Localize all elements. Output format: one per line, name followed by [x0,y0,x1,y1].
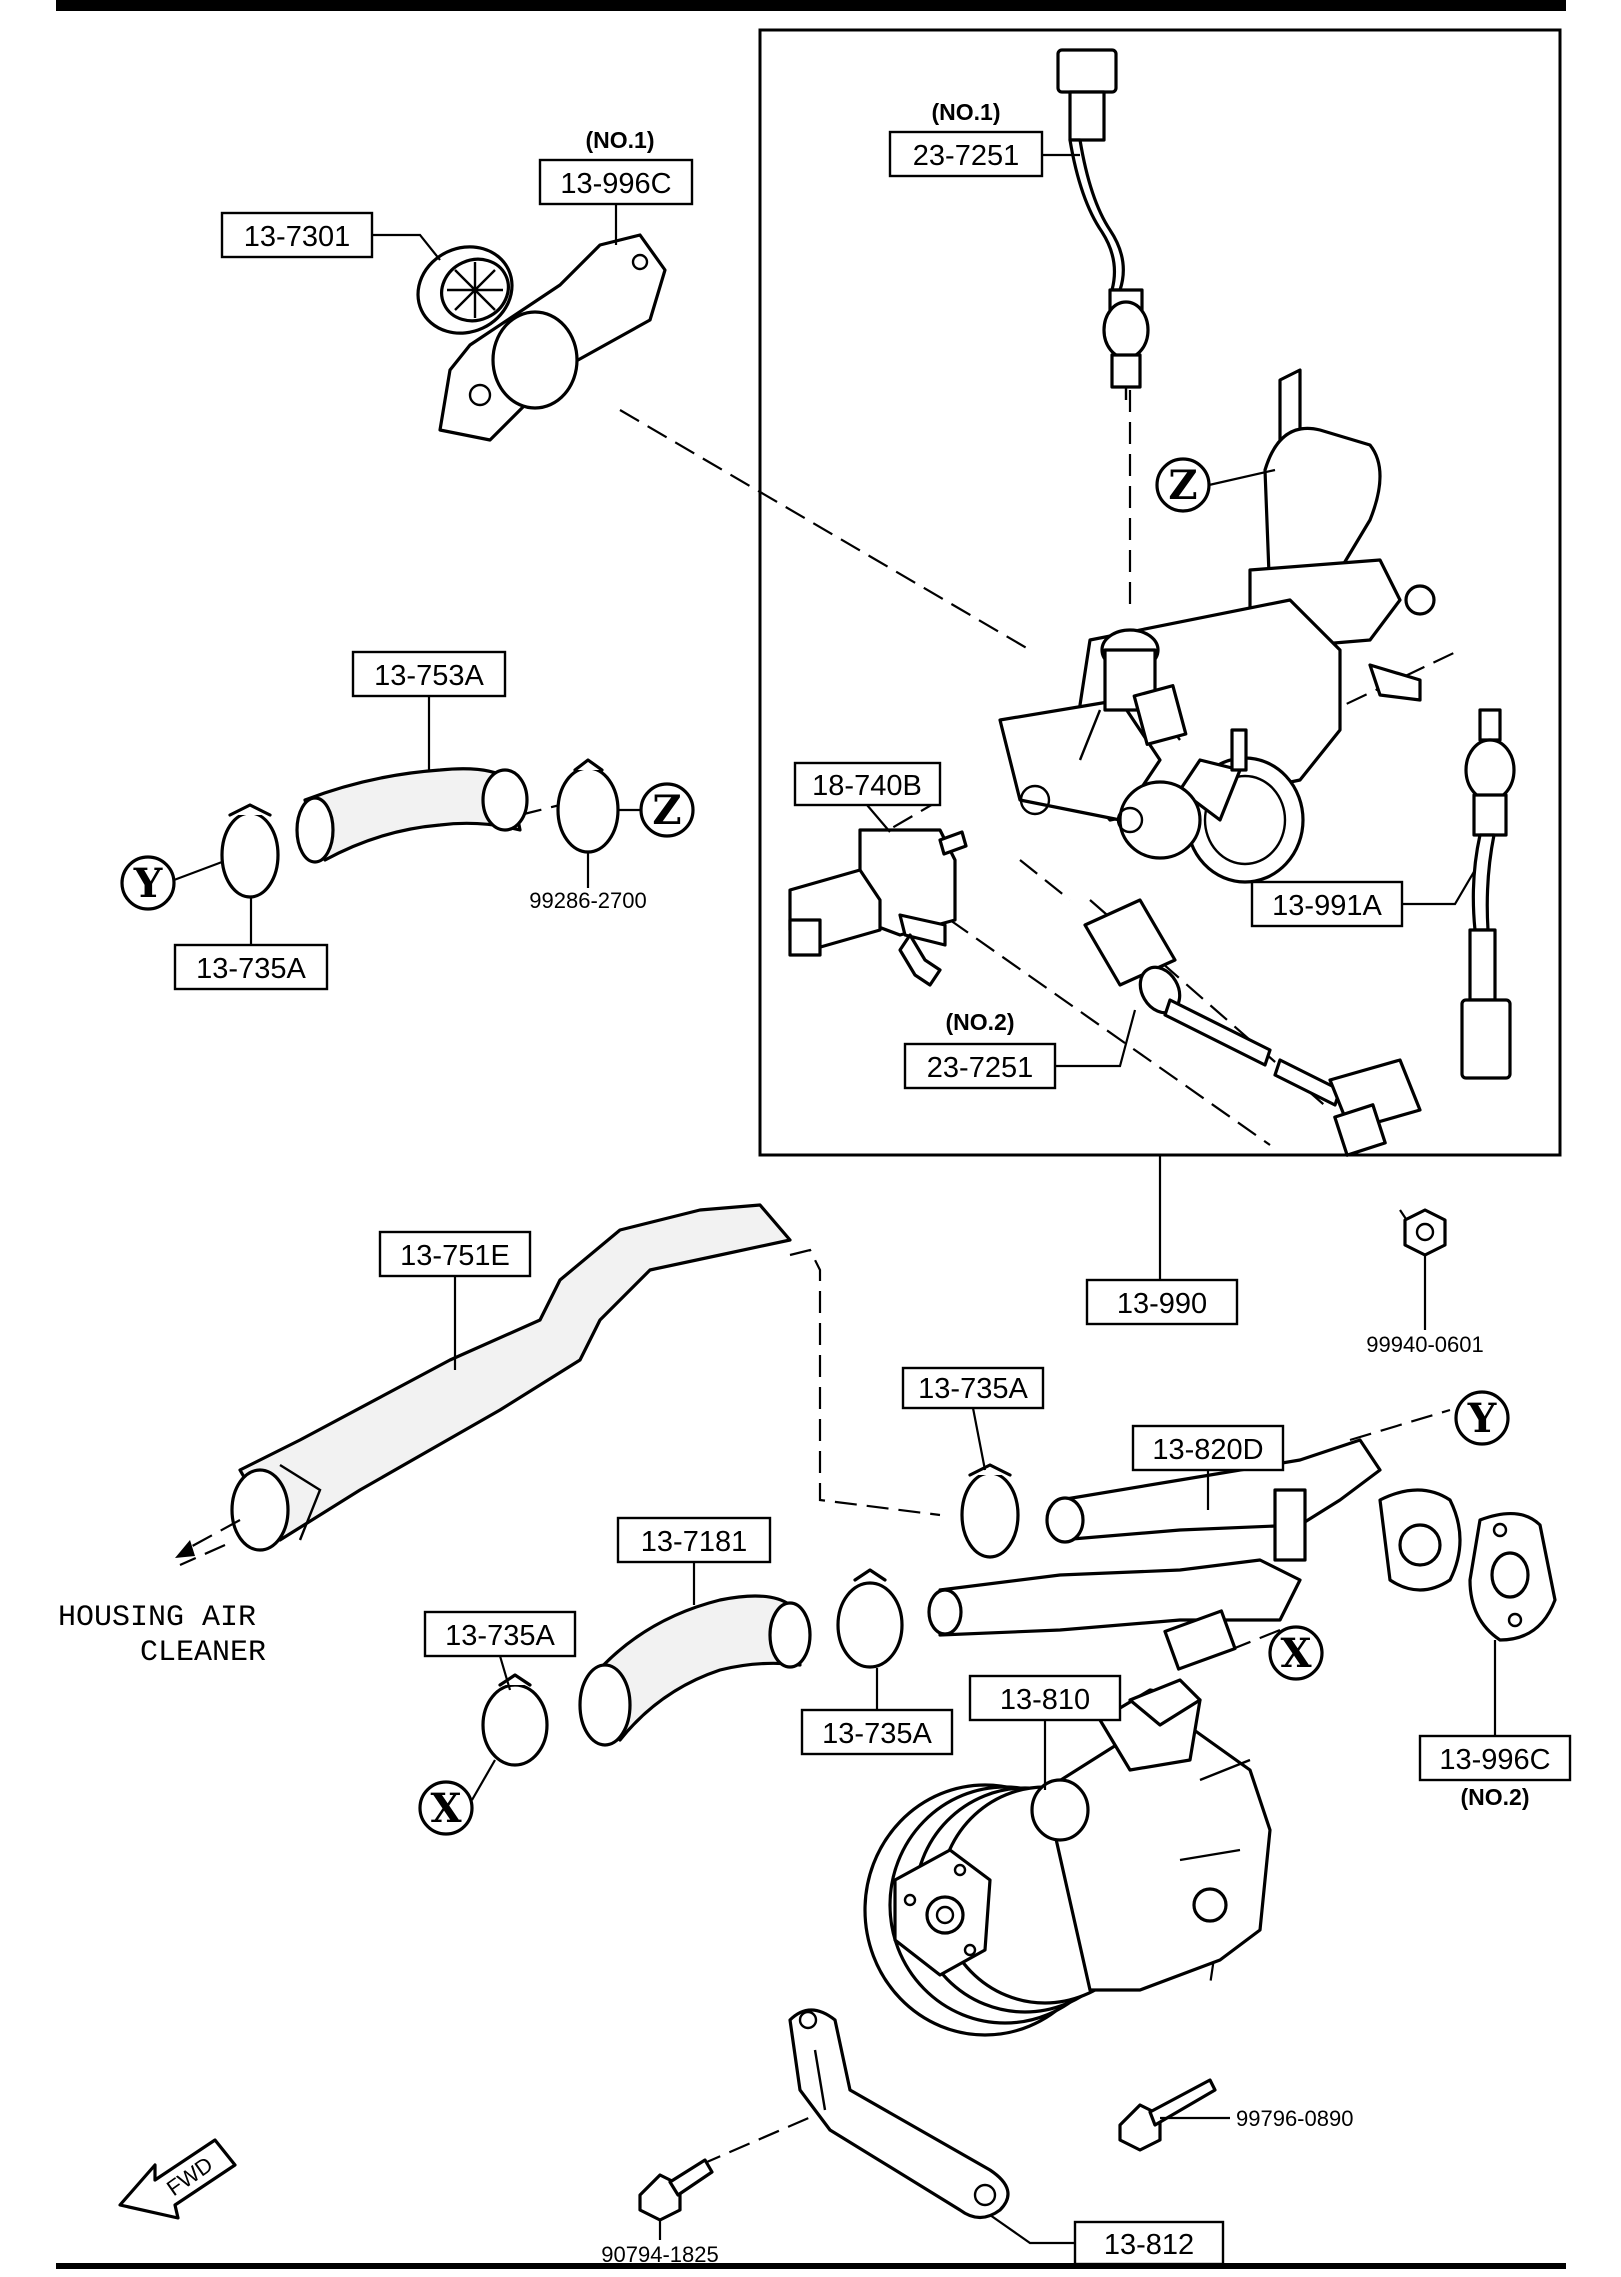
housing-arrow: HOUSING AIR CLEANER [58,1519,266,1670]
label-13-7181: 13-7181 [641,1526,747,1558]
marker-x-left: X [418,1759,496,1836]
svg-text:Z: Z [1168,462,1197,509]
solenoid-valve-18-740B [788,828,968,987]
marker-z-top: Z [1155,457,1276,513]
bracket-13-812 [788,2008,1010,2220]
svg-text:Y: Y [1467,1395,1497,1442]
svg-text:X: X [1280,1630,1311,1677]
label-13-810: 13-810 [1000,1684,1090,1716]
marker-y-right: Y [1454,1390,1510,1446]
label-13-990: 13-990 [1117,1288,1207,1320]
sensor-23-7251-no2 [1083,898,1422,1157]
hose-13-7181 [481,1568,904,1767]
housing-air-label: HOUSING AIR [58,1601,256,1635]
sensor-23-7251-no1 [1056,48,1150,400]
bolt-90794-1825 [638,2158,714,2222]
label-13-812: 13-812 [1104,2229,1194,2261]
label-13-735A-y: 13-735A [196,953,306,985]
label-23-7251-no2: 23-7251 [927,1052,1033,1084]
svg-text:Z: Z [652,787,681,834]
label-99286-2700: 99286-2700 [529,888,646,913]
thermostat-13-7301 [416,245,514,335]
hose-13-751E [230,1203,792,1552]
label-13-996C-no2: 13-996C [1439,1744,1550,1776]
gasket-13-996C-no1 [438,233,667,442]
label-13-735A-right: 13-735A [822,1718,932,1750]
label-99796-0890: 99796-0890 [1236,2106,1353,2131]
cleaner-label: CLEANER [140,1636,266,1670]
bolt-99796-0890 [1118,2078,1217,2152]
hose-13-753A [220,758,620,899]
gasket-13-996C-no2 [1468,1511,1557,1642]
note-13-996C-no2: (NO.2) [1461,1784,1530,1810]
label-13-7301: 13-7301 [244,221,350,253]
label-13-753A: 13-753A [374,660,484,692]
label-23-7251-no1: 23-7251 [913,140,1019,172]
pump-13-810 [863,1609,1272,2037]
marker-x-right: X [1268,1625,1324,1681]
marker-z-hose: Z [618,782,695,838]
clamp-13-735A-mid [960,1463,1020,1559]
marker-y-left: Y [120,855,223,911]
label-99940-0601: 99940-0601 [1366,1332,1483,1357]
label-13-996C-no1: 13-996C [560,168,671,200]
label-13-735A-mid: 13-735A [918,1373,1028,1405]
note-13-996C-no1: (NO.1) [586,127,655,153]
note-23-7251-no1: (NO.1) [932,99,1001,125]
svg-text:X: X [430,1785,461,1832]
bottom-border [56,2263,1566,2269]
throttle-body-13-990 [998,368,1436,884]
label-18-740B: 18-740B [812,770,922,802]
label-13-735A-left: 13-735A [445,1620,555,1652]
label-13-820D: 13-820D [1152,1434,1263,1466]
svg-text:Y: Y [133,860,163,907]
note-23-7251-no2: (NO.2) [946,1009,1015,1035]
fwd-arrow: FWD [118,2138,237,2220]
label-13-991A: 13-991A [1272,890,1382,922]
label-13-751E: 13-751E [400,1240,510,1272]
sensor-13-991A [1460,708,1516,1080]
nut-99940-0601 [1403,1208,1447,1257]
top-border [56,0,1566,11]
label-90794-1825: 90794-1825 [601,2242,718,2267]
